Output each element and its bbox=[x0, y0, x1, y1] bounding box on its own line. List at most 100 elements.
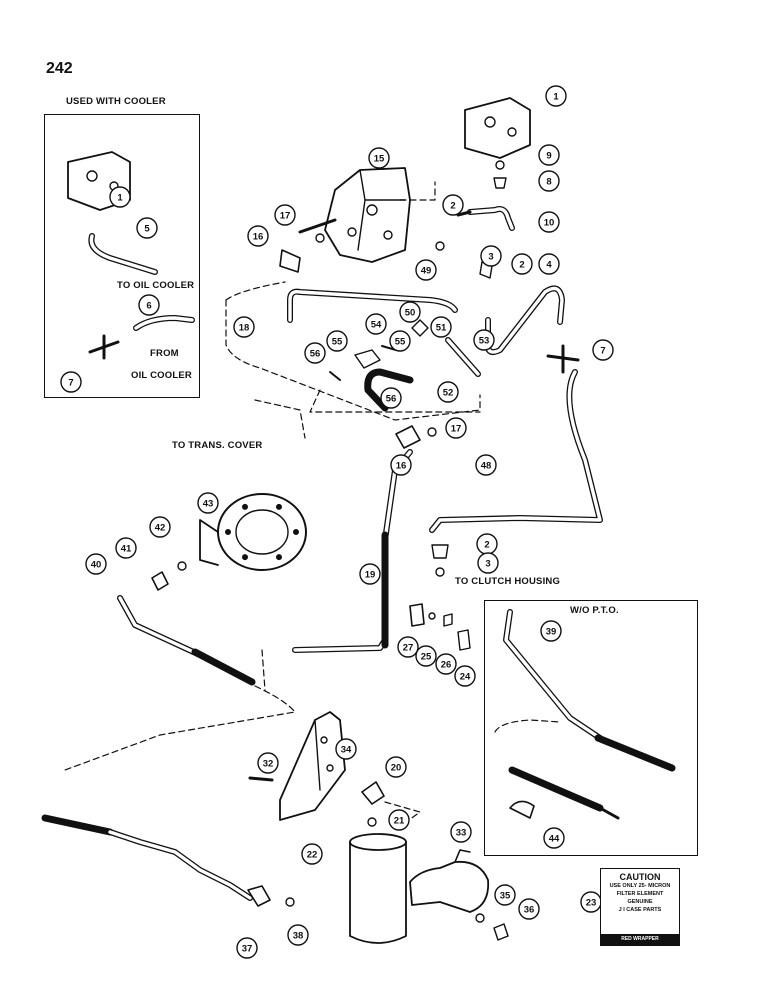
callout-circle bbox=[545, 85, 567, 107]
callout-number: 16 bbox=[253, 232, 264, 243]
callout-number: 54 bbox=[371, 320, 382, 331]
caution-line: GENUINE bbox=[627, 899, 653, 905]
callout-circle bbox=[236, 937, 258, 959]
callout-number: 3 bbox=[485, 559, 490, 570]
callout-number: 7 bbox=[68, 378, 73, 389]
callout-number: 48 bbox=[481, 461, 492, 472]
dashed-outline bbox=[225, 281, 481, 421]
callout-number: 49 bbox=[421, 266, 432, 277]
caution-line: J I CASE PARTS bbox=[618, 907, 662, 913]
clip-27 bbox=[409, 603, 425, 627]
tube-48-inner bbox=[430, 370, 602, 532]
fitting-41 bbox=[151, 571, 169, 591]
callout-circle bbox=[518, 898, 540, 920]
tube-40 bbox=[117, 595, 203, 658]
to-clutch-housing-label: TO CLUTCH HOUSING bbox=[455, 576, 561, 587]
callout-circle bbox=[60, 371, 82, 393]
callout-circle bbox=[247, 225, 269, 247]
callout-circle bbox=[477, 552, 499, 574]
callout-number: 42 bbox=[155, 523, 166, 534]
caution-label: CAUTION USE ONLY 25- MICRON FILTER ELEME… bbox=[600, 868, 680, 946]
hose-bottom bbox=[41, 814, 114, 836]
callout-number: 37 bbox=[242, 944, 253, 955]
hose-end bbox=[598, 806, 620, 820]
nut-26 bbox=[443, 613, 453, 627]
callout-number: 56 bbox=[386, 394, 397, 405]
callout-number: 27 bbox=[403, 643, 414, 654]
valve-right bbox=[464, 97, 531, 159]
without-pto-label: W/O P.T.O. bbox=[570, 605, 619, 616]
bolt-24 bbox=[457, 629, 471, 651]
callout-circle bbox=[494, 884, 516, 906]
bracket-hole bbox=[320, 736, 328, 744]
inset-tube-5-inner bbox=[89, 234, 157, 274]
callout-circle bbox=[437, 381, 459, 403]
callout-circle bbox=[511, 253, 533, 275]
callout-number: 43 bbox=[203, 499, 214, 510]
callout-number: 35 bbox=[500, 891, 511, 902]
callout-circle bbox=[136, 217, 158, 239]
callout-circle bbox=[538, 211, 560, 233]
callout-circle bbox=[380, 387, 402, 409]
callout-number: 23 bbox=[586, 898, 597, 909]
callout-circle bbox=[389, 330, 411, 352]
callout-number: 34 bbox=[341, 745, 352, 756]
valve-port bbox=[366, 204, 378, 216]
tube-4-inner bbox=[486, 286, 564, 354]
callout-circle bbox=[450, 821, 472, 843]
callout-number: 24 bbox=[460, 672, 471, 683]
callout-circle bbox=[365, 313, 387, 335]
to-trans-cover-label: TO TRANS. COVER bbox=[172, 440, 263, 451]
dashed-outline bbox=[384, 801, 421, 831]
callout-number: 53 bbox=[479, 336, 490, 347]
callout-number: 10 bbox=[544, 218, 555, 229]
callout-circle bbox=[85, 553, 107, 575]
fitting-8 bbox=[493, 177, 507, 189]
callout-number: 32 bbox=[263, 759, 274, 770]
callout-number: 1 bbox=[117, 193, 123, 204]
valve-port bbox=[507, 127, 517, 137]
callout-number: 17 bbox=[280, 211, 291, 222]
o-ring-17b bbox=[427, 427, 437, 437]
strap-33 bbox=[409, 860, 490, 913]
bracket-hole bbox=[326, 764, 334, 772]
tube-18-inner bbox=[288, 289, 457, 322]
to-oil-cooler-label: TO OIL COOLER bbox=[117, 280, 195, 291]
from-label: FROM bbox=[150, 348, 179, 359]
valve-port bbox=[86, 170, 98, 182]
tee-7 bbox=[546, 344, 580, 374]
callout-circle bbox=[538, 253, 560, 275]
callout-number: 51 bbox=[436, 323, 447, 334]
tube-bottom bbox=[107, 829, 253, 901]
elbow-10-inner bbox=[468, 207, 514, 230]
callout-number: 7 bbox=[600, 346, 605, 357]
filter-top bbox=[349, 833, 407, 851]
caution-title: CAUTION bbox=[619, 872, 661, 882]
pump-bolt bbox=[276, 503, 282, 510]
o-ring-17 bbox=[315, 233, 325, 243]
callout-circle bbox=[390, 454, 412, 476]
valve-port bbox=[484, 116, 496, 128]
callout-number: 55 bbox=[332, 337, 343, 348]
tee-54 bbox=[354, 349, 381, 369]
elbow-20 bbox=[361, 781, 385, 805]
callout-circle bbox=[149, 516, 171, 538]
callout-number: 22 bbox=[307, 850, 318, 861]
fitting-51 bbox=[411, 319, 429, 337]
callout-number: 9 bbox=[546, 151, 551, 162]
bolt-32 bbox=[248, 776, 274, 782]
pump-bolt bbox=[225, 529, 231, 535]
hose-w-o-pto bbox=[508, 766, 604, 812]
callout-circle bbox=[335, 738, 357, 760]
callout-circle bbox=[359, 563, 381, 585]
callout-number: 8 bbox=[546, 177, 551, 188]
callout-number: 2 bbox=[519, 260, 524, 271]
callout-circle bbox=[473, 329, 495, 351]
fitting-2 bbox=[456, 210, 472, 217]
callout-circle bbox=[538, 170, 560, 192]
tube-19-inner bbox=[293, 450, 412, 652]
callout-circle bbox=[538, 144, 560, 166]
callout-circle bbox=[399, 301, 421, 323]
callout-number: 41 bbox=[121, 544, 132, 555]
callout-circle bbox=[388, 809, 410, 831]
